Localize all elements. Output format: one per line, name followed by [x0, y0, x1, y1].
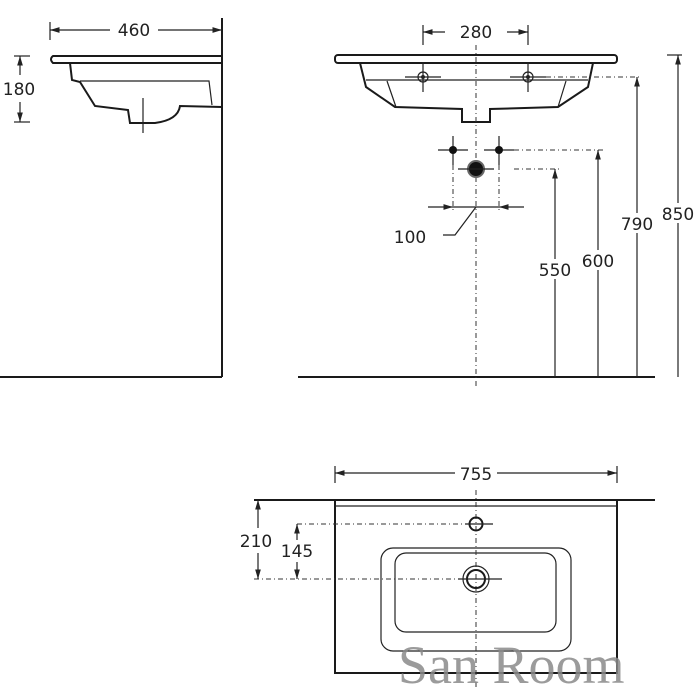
- dim-600-label: 600: [582, 252, 614, 272]
- watermark: San Room: [398, 635, 625, 695]
- top-view: 755 210 145: [240, 465, 655, 690]
- side-view: 460 180: [0, 18, 223, 378]
- dim-180-label: 180: [3, 80, 35, 100]
- dim-145-label: 145: [281, 542, 313, 562]
- drain: [458, 565, 502, 593]
- tap-hole: [465, 516, 493, 532]
- tap-hole-right: [510, 62, 546, 92]
- basin-top-slab: [50, 55, 222, 64]
- dim-850-label: 850: [662, 205, 694, 225]
- dim-100-label: 100: [394, 228, 426, 248]
- dim-460-label: 460: [118, 21, 150, 41]
- supply-points: [438, 136, 514, 210]
- dim-790-label: 790: [621, 215, 653, 235]
- dim-280-label: 280: [460, 23, 492, 43]
- basin-body: [69, 62, 223, 124]
- dim-755-label: 755: [460, 465, 492, 485]
- tap-hole-left: [405, 62, 441, 92]
- front-view: 280 100 550 600 790 850: [298, 23, 698, 388]
- dim-550-label: 550: [539, 261, 571, 281]
- basin-top-slab: [334, 54, 618, 64]
- basin-inner-line: [80, 80, 213, 106]
- dim-210-label: 210: [240, 532, 272, 552]
